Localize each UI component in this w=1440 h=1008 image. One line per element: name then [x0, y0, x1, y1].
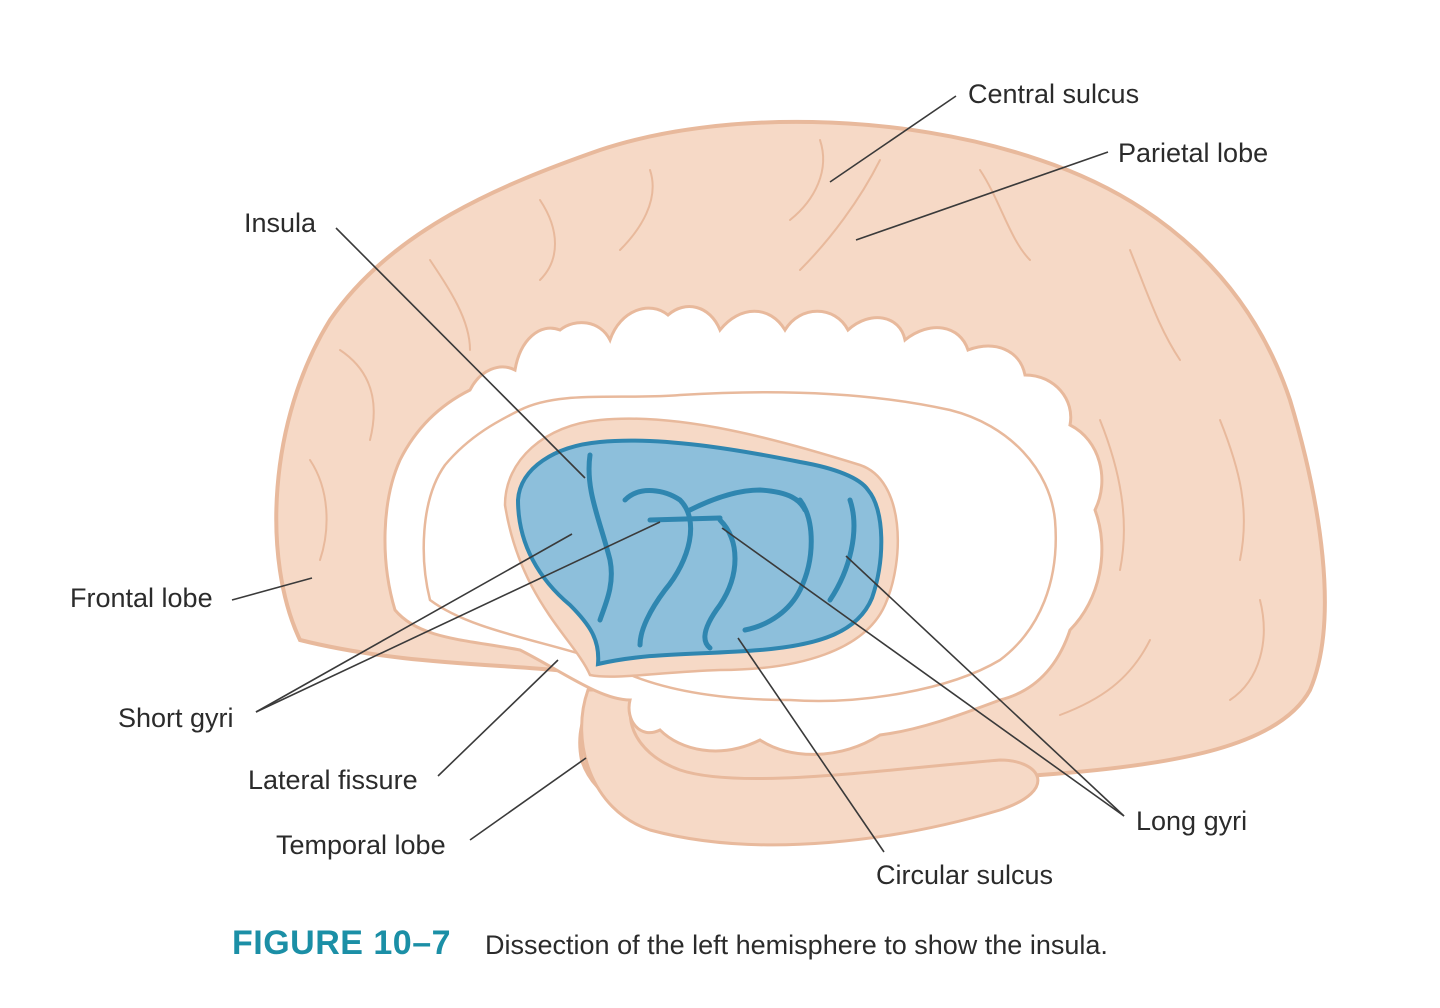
leader-short-gyri-2	[255, 521, 661, 713]
leader-insula	[335, 227, 586, 479]
leader-long-gyri-1	[721, 527, 1125, 817]
leader-parietal-lobe	[855, 151, 1109, 241]
leader-short-gyri-1	[255, 533, 573, 713]
leader-central-sulcus	[829, 95, 957, 183]
label-temporal-lobe: Temporal lobe	[276, 830, 446, 860]
label-long-gyri: Long gyri	[1136, 806, 1247, 836]
cortex-surface-lines	[309, 139, 1265, 716]
leader-lines	[231, 95, 1125, 853]
label-parietal-lobe: Parietal lobe	[1118, 138, 1268, 168]
label-circular-sulcus: Circular sulcus	[876, 860, 1053, 890]
figure-number: FIGURE 10–7	[232, 924, 452, 962]
leader-temporal-lobe	[469, 757, 587, 841]
leader-lateral-fissure	[437, 659, 559, 777]
label-frontal-lobe: Frontal lobe	[70, 583, 213, 613]
leader-frontal-lobe	[231, 577, 313, 601]
caption-text: Dissection of the left hemisphere to sho…	[485, 930, 1108, 960]
label-insula: Insula	[244, 208, 317, 238]
figure-caption: FIGURE 10–7 Dissection of the left hemisp…	[232, 924, 1108, 963]
leader-circular-sulcus	[737, 637, 885, 853]
label-lateral-fissure: Lateral fissure	[248, 765, 418, 795]
leader-long-gyri-2	[845, 555, 1125, 817]
label-central-sulcus: Central sulcus	[968, 79, 1139, 109]
insula-gyri-lines	[586, 452, 857, 651]
temporal-lobe-shape	[580, 688, 1040, 847]
label-short-gyri: Short gyri	[118, 703, 234, 733]
